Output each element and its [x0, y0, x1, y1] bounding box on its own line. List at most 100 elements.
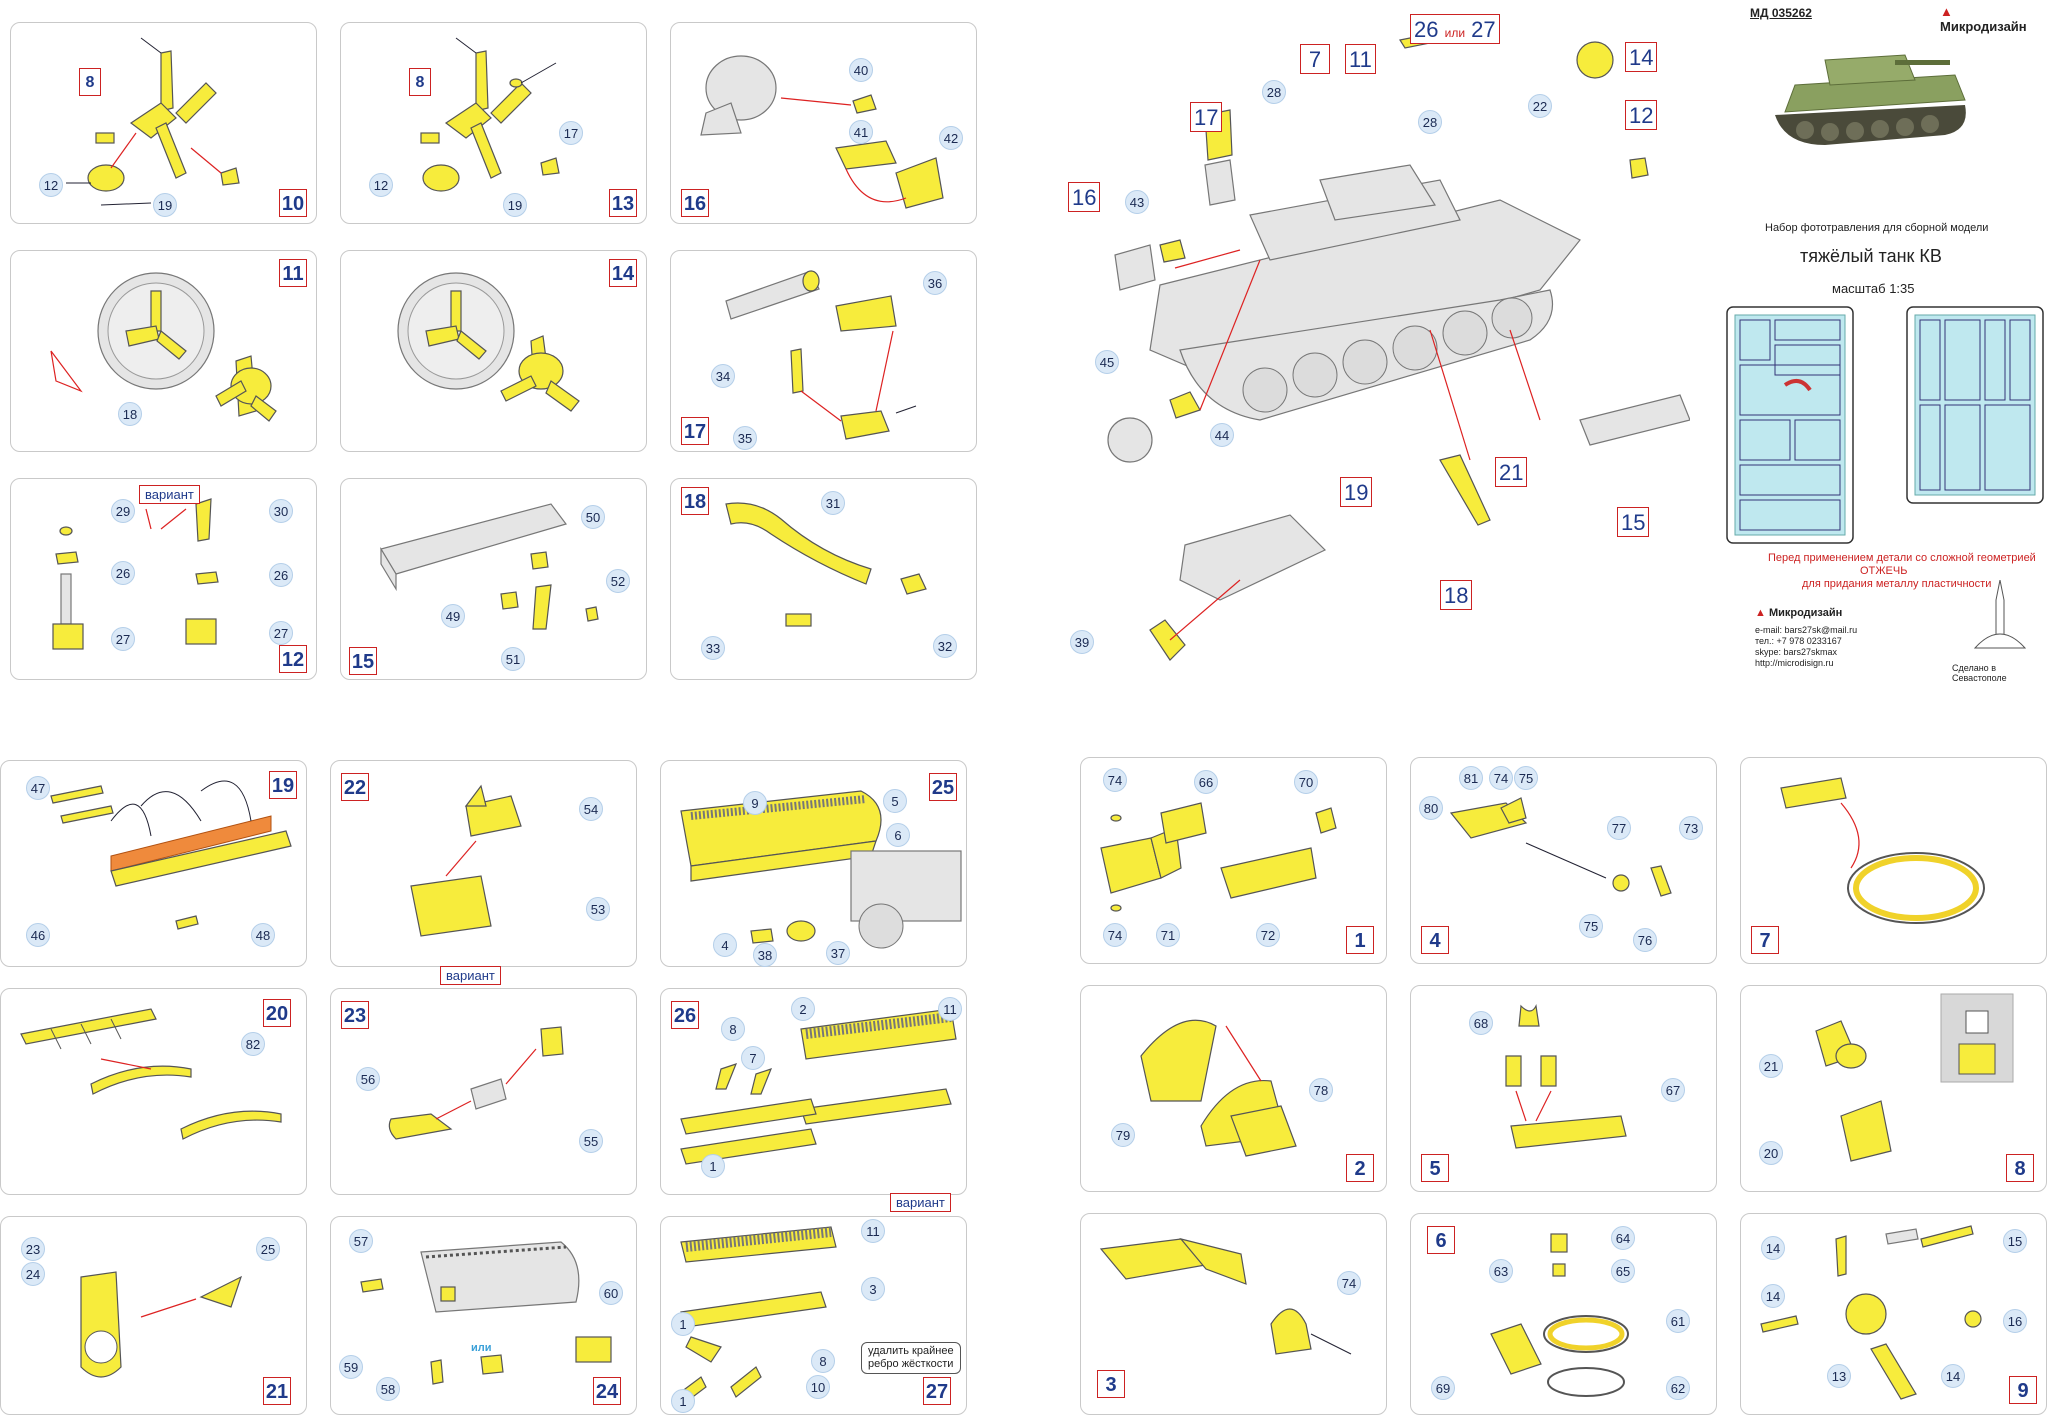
step-number: 24 — [593, 1377, 621, 1405]
callout: 13 — [1827, 1364, 1851, 1388]
callout: 61 — [1666, 1309, 1690, 1333]
callout: 14 — [1761, 1284, 1785, 1308]
callout: 33 — [701, 636, 725, 660]
made-in: Сделано в Севастополе — [1952, 663, 2007, 683]
callout: 10 — [806, 1375, 830, 1399]
step-number: 26 — [671, 1001, 699, 1029]
overview-step-18: 18 — [1440, 580, 1473, 610]
callout: 3 — [861, 1277, 885, 1301]
callout: 22 — [1528, 94, 1552, 118]
callout: 67 — [1661, 1078, 1685, 1102]
step-number: 16 — [681, 189, 709, 217]
step-27: 27 — [1471, 17, 1496, 42]
callout: 6 — [886, 823, 910, 847]
callout: 1 — [701, 1154, 725, 1178]
callout: 19 — [503, 193, 527, 217]
callout: 1 — [671, 1389, 695, 1413]
callout: 66 — [1194, 770, 1218, 794]
callout: 80 — [1419, 796, 1443, 820]
panel-step-27: 27 11 3 1 8 10 1 удалить крайнее ребро ж… — [660, 1216, 967, 1415]
diagram-step-2 — [1140, 1019, 1297, 1157]
part-box: 8 — [79, 68, 101, 96]
callout: 40 — [849, 58, 873, 82]
panel-step-12: вариант 12 29 30 26 26 27 27 — [10, 478, 317, 680]
diagram-step-11 — [50, 272, 277, 422]
callout: 11 — [938, 997, 962, 1021]
step-26: 26 — [1414, 17, 1439, 42]
callout: 5 — [883, 789, 907, 813]
diagram-step-15 — [380, 503, 599, 630]
callout: 74 — [1103, 768, 1127, 792]
diagram-step-22 — [410, 784, 522, 937]
callout: 74 — [1489, 766, 1513, 790]
callout: 28 — [1418, 110, 1442, 134]
step-number: 7 — [1751, 926, 1779, 954]
callout: 53 — [586, 897, 610, 921]
panel-step-20: 20 82 — [0, 988, 307, 1195]
step-number: 10 — [279, 189, 307, 217]
callout: 75 — [1579, 914, 1603, 938]
callout: 12 — [369, 173, 393, 197]
callout: 64 — [1611, 1226, 1635, 1250]
callout: 74 — [1337, 1271, 1361, 1295]
callout: 62 — [1666, 1376, 1690, 1400]
callout: 8 — [721, 1017, 745, 1041]
diagram-step-25 — [680, 790, 962, 949]
diagram-step-10 — [66, 37, 240, 206]
diagram-step-5 — [1505, 1004, 1627, 1149]
callout: 56 — [356, 1067, 380, 1091]
callout: 42 — [939, 126, 963, 150]
callout: 37 — [826, 941, 850, 965]
diagram-step-1 — [1100, 802, 1337, 912]
callout: 30 — [269, 499, 293, 523]
overview-step-19: 19 — [1340, 477, 1373, 507]
callout: 1 — [671, 1312, 695, 1336]
step-number: 27 — [923, 1377, 951, 1405]
step-number: 25 — [929, 773, 957, 801]
callout: 34 — [711, 364, 735, 388]
panel-step-19: 19 47 46 48 — [0, 760, 307, 967]
scale: масштаб 1:35 — [1832, 281, 1915, 296]
panel-step-6: 6 64 63 65 61 69 62 — [1410, 1213, 1717, 1415]
callout: 38 — [753, 943, 777, 967]
overview-step-26: 26 или 27 — [1410, 14, 1500, 44]
panel-step-4: 4 80 81 74 75 77 73 75 76 — [1410, 757, 1717, 964]
panel-step-7: 7 — [1740, 757, 2047, 964]
panel-step-24: 24 57 60 59 58 или — [330, 1216, 637, 1415]
callout: 11 — [861, 1219, 885, 1243]
warning-line-2: ОТЖЕЧЬ — [1860, 565, 1908, 577]
remove-rib-note: удалить крайнее ребро жёсткости — [861, 1342, 961, 1374]
callout: 58 — [376, 1377, 400, 1401]
panel-step-17: 17 36 34 35 — [670, 250, 977, 452]
callout: 27 — [111, 627, 135, 651]
callout: 32 — [933, 634, 957, 658]
callout: 4 — [713, 933, 737, 957]
panel-step-3: 3 74 — [1080, 1213, 1387, 1415]
callout: 78 — [1309, 1078, 1333, 1102]
overview-step-15: 15 — [1617, 507, 1650, 537]
diagram-step-13 — [420, 37, 560, 192]
diagram-step-17 — [725, 270, 917, 440]
warning-line-3: для придания металлу пластичности — [1802, 578, 1992, 590]
callout: 39 — [1070, 630, 1094, 654]
diagram-step-4 — [1449, 797, 1672, 897]
brand-logo: ▲ Микродизайн — [1940, 4, 2040, 34]
panel-step-5: 5 68 67 — [1410, 985, 1717, 1192]
diagram-step-20 — [20, 1008, 282, 1140]
callout: 14 — [1941, 1364, 1965, 1388]
diagram-step-9 — [1760, 1225, 1982, 1400]
header-block: МД 035262 ▲ Микродизайн Набор фототравле… — [1720, 0, 2044, 690]
diagram-step-21 — [80, 1271, 243, 1378]
panel-step-15: 15 50 52 49 51 — [340, 478, 647, 680]
callout: 69 — [1431, 1376, 1455, 1400]
panel-step-21: 21 23 24 25 — [0, 1216, 307, 1415]
callout: 14 — [1761, 1236, 1785, 1260]
photo-etch-fret-2 — [1906, 306, 2044, 504]
callout: 7 — [741, 1046, 765, 1070]
callout: 51 — [501, 647, 525, 671]
callout: 29 — [111, 499, 135, 523]
step-number: 23 — [341, 1001, 369, 1029]
callout: 74 — [1103, 923, 1127, 947]
overview-step-7: 7 — [1300, 44, 1330, 74]
overview-step-21: 21 — [1495, 457, 1528, 487]
